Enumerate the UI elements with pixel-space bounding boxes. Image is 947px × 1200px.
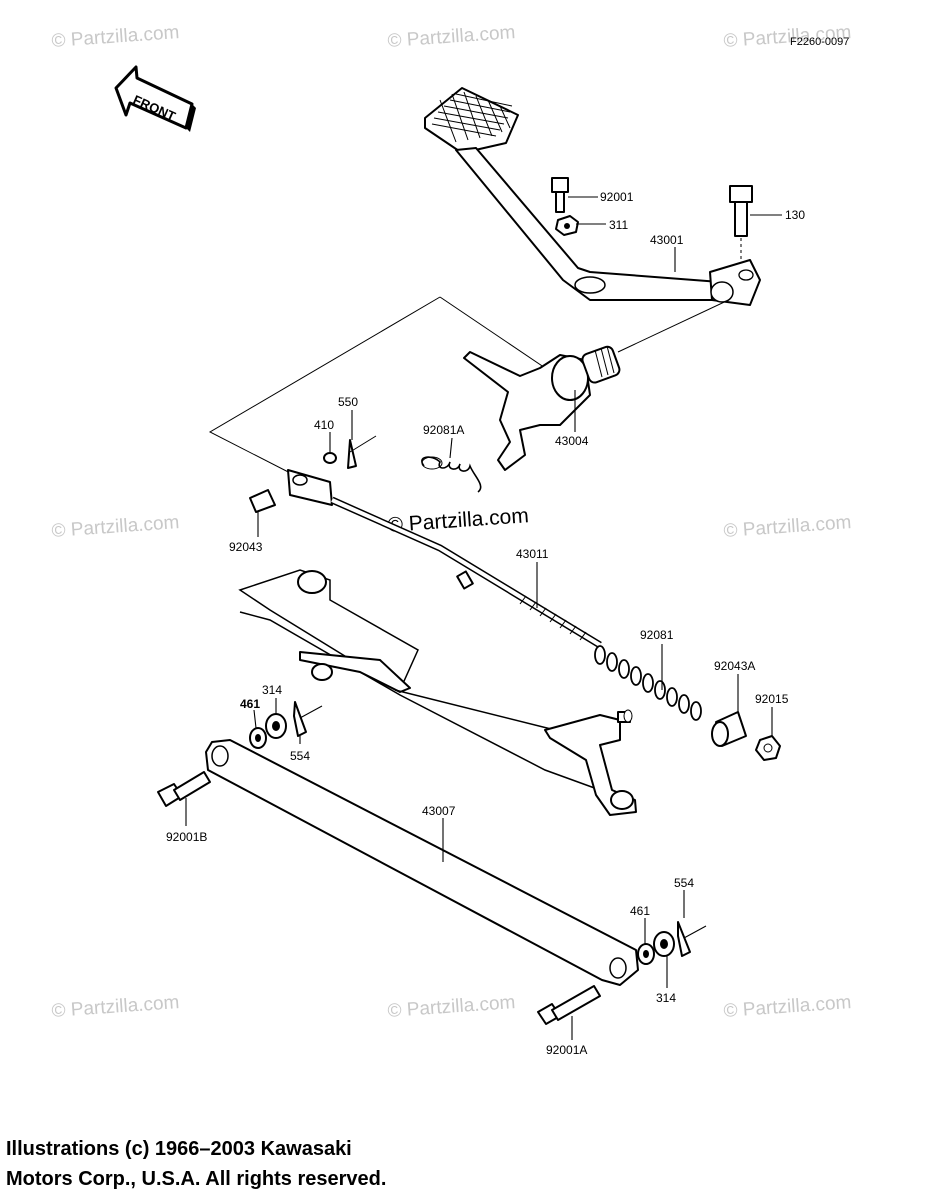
bolt-130 bbox=[729, 185, 753, 262]
brake-rod-43011 bbox=[330, 496, 602, 648]
label-43001: 43001 bbox=[650, 233, 684, 247]
label-92001B: 92001B bbox=[166, 830, 207, 844]
label-550: 550 bbox=[338, 395, 358, 409]
pivot-arm-43004 bbox=[463, 345, 621, 471]
nut-311 bbox=[555, 215, 579, 236]
copyright-notice: Illustrations (c) 1966–2003 Kawasaki Mot… bbox=[6, 1134, 386, 1194]
bolt-92001B bbox=[157, 771, 211, 807]
label-554-lower: 554 bbox=[674, 876, 694, 890]
bolt-92001 bbox=[551, 177, 569, 213]
cotter-pin-554-upper bbox=[293, 701, 323, 737]
label-92043A: 92043A bbox=[714, 659, 755, 673]
label-461-upper: 461 bbox=[240, 697, 260, 711]
label-92081: 92081 bbox=[640, 628, 674, 642]
bolt-92001A bbox=[537, 985, 601, 1025]
part-labels: 92001 311 130 43001 550 410 92081A 43004… bbox=[166, 190, 805, 1057]
nut-92015 bbox=[755, 735, 781, 761]
brake-pedal bbox=[424, 87, 761, 306]
nut-314-lower bbox=[653, 931, 675, 957]
watermark: © Partzilla.com bbox=[387, 22, 516, 52]
nut-314-upper bbox=[265, 713, 287, 739]
label-311: 311 bbox=[609, 218, 628, 232]
label-130: 130 bbox=[785, 208, 805, 222]
swing-arm bbox=[238, 569, 601, 791]
pedal-frame-outline bbox=[208, 296, 736, 479]
rear-brake-arm bbox=[544, 709, 637, 816]
watermark: © Partzilla.com bbox=[387, 992, 516, 1022]
label-43004: 43004 bbox=[555, 434, 589, 448]
leader-lines bbox=[185, 196, 782, 1040]
watermark: © Partzilla.com bbox=[51, 992, 180, 1022]
label-92001: 92001 bbox=[600, 190, 634, 204]
clevis-assembly bbox=[249, 435, 377, 513]
watermark: © Partzilla.com bbox=[723, 512, 852, 542]
label-554-upper: 554 bbox=[290, 749, 310, 763]
watermark: © Partzilla.com bbox=[51, 512, 180, 542]
watermark: © Partzilla.com bbox=[51, 22, 180, 52]
copyright-line-2: Motors Corp., U.S.A. All rights reserved… bbox=[6, 1168, 387, 1190]
watermark: © Partzilla.com bbox=[723, 992, 852, 1022]
label-92001A: 92001A bbox=[546, 1043, 587, 1057]
copyright-line-1: Illustrations (c) 1966–2003 Kawasaki bbox=[6, 1138, 352, 1160]
spring-92081A bbox=[421, 456, 482, 493]
label-461-lower: 461 bbox=[630, 904, 650, 918]
label-43011: 43011 bbox=[516, 547, 549, 561]
label-92043: 92043 bbox=[229, 540, 263, 554]
spring-92081 bbox=[594, 645, 702, 721]
label-92081A: 92081A bbox=[423, 423, 464, 437]
washer-461-lower bbox=[637, 943, 655, 965]
label-92015: 92015 bbox=[755, 692, 789, 706]
washer-461-upper bbox=[249, 727, 267, 749]
label-410: 410 bbox=[314, 418, 334, 432]
front-arrow-icon: FRONT bbox=[114, 65, 196, 132]
pin-92043A bbox=[711, 711, 747, 747]
label-314-upper: 314 bbox=[262, 683, 282, 697]
label-314-lower: 314 bbox=[656, 991, 676, 1005]
diagram-code: F2260-0097 bbox=[790, 36, 849, 48]
torque-link-43007 bbox=[205, 739, 639, 986]
watermarks: © Partzilla.com © Partzilla.com © Partzi… bbox=[51, 22, 852, 1022]
cotter-pin-554-lower bbox=[677, 921, 707, 957]
label-43007: 43007 bbox=[422, 804, 456, 818]
